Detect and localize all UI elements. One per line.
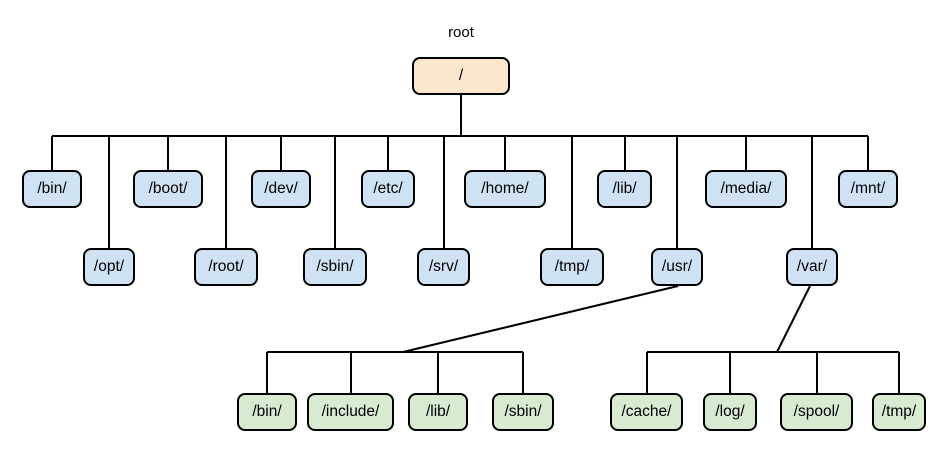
node-usr-include: /include/	[307, 393, 394, 431]
node-root-slash: /	[412, 57, 510, 95]
node-opt: /opt/	[83, 248, 135, 286]
node-usr-lib: /lib/	[408, 393, 468, 431]
node-tmp: /tmp/	[540, 248, 604, 286]
node-home: /home/	[464, 170, 546, 208]
node-usr-sbin: /sbin/	[492, 393, 554, 431]
level1-bus	[51, 135, 869, 248]
root-caption: root	[448, 24, 474, 41]
node-var-spool: /spool/	[780, 393, 853, 431]
usr-subtree-connectors	[266, 285, 679, 393]
node-usr: /usr/	[651, 248, 703, 286]
node-srv: /srv/	[417, 248, 470, 286]
node-sbin: /sbin/	[303, 248, 367, 286]
node-usr-bin: /bin/	[237, 393, 297, 431]
node-mnt: /mnt/	[838, 170, 898, 208]
node-var-tmp: /tmp/	[872, 393, 926, 431]
node-media: /media/	[705, 170, 787, 208]
var-subtree-connectors	[646, 285, 900, 393]
node-var-log: /log/	[703, 393, 757, 431]
node-dev: /dev/	[251, 170, 311, 208]
node-var-cache: /cache/	[610, 393, 683, 431]
node-root: /root/	[194, 248, 258, 286]
node-var: /var/	[786, 248, 838, 286]
node-lib: /lib/	[597, 170, 652, 208]
node-etc: /etc/	[361, 170, 415, 208]
node-boot: /boot/	[133, 170, 203, 208]
node-bin: /bin/	[22, 170, 82, 208]
